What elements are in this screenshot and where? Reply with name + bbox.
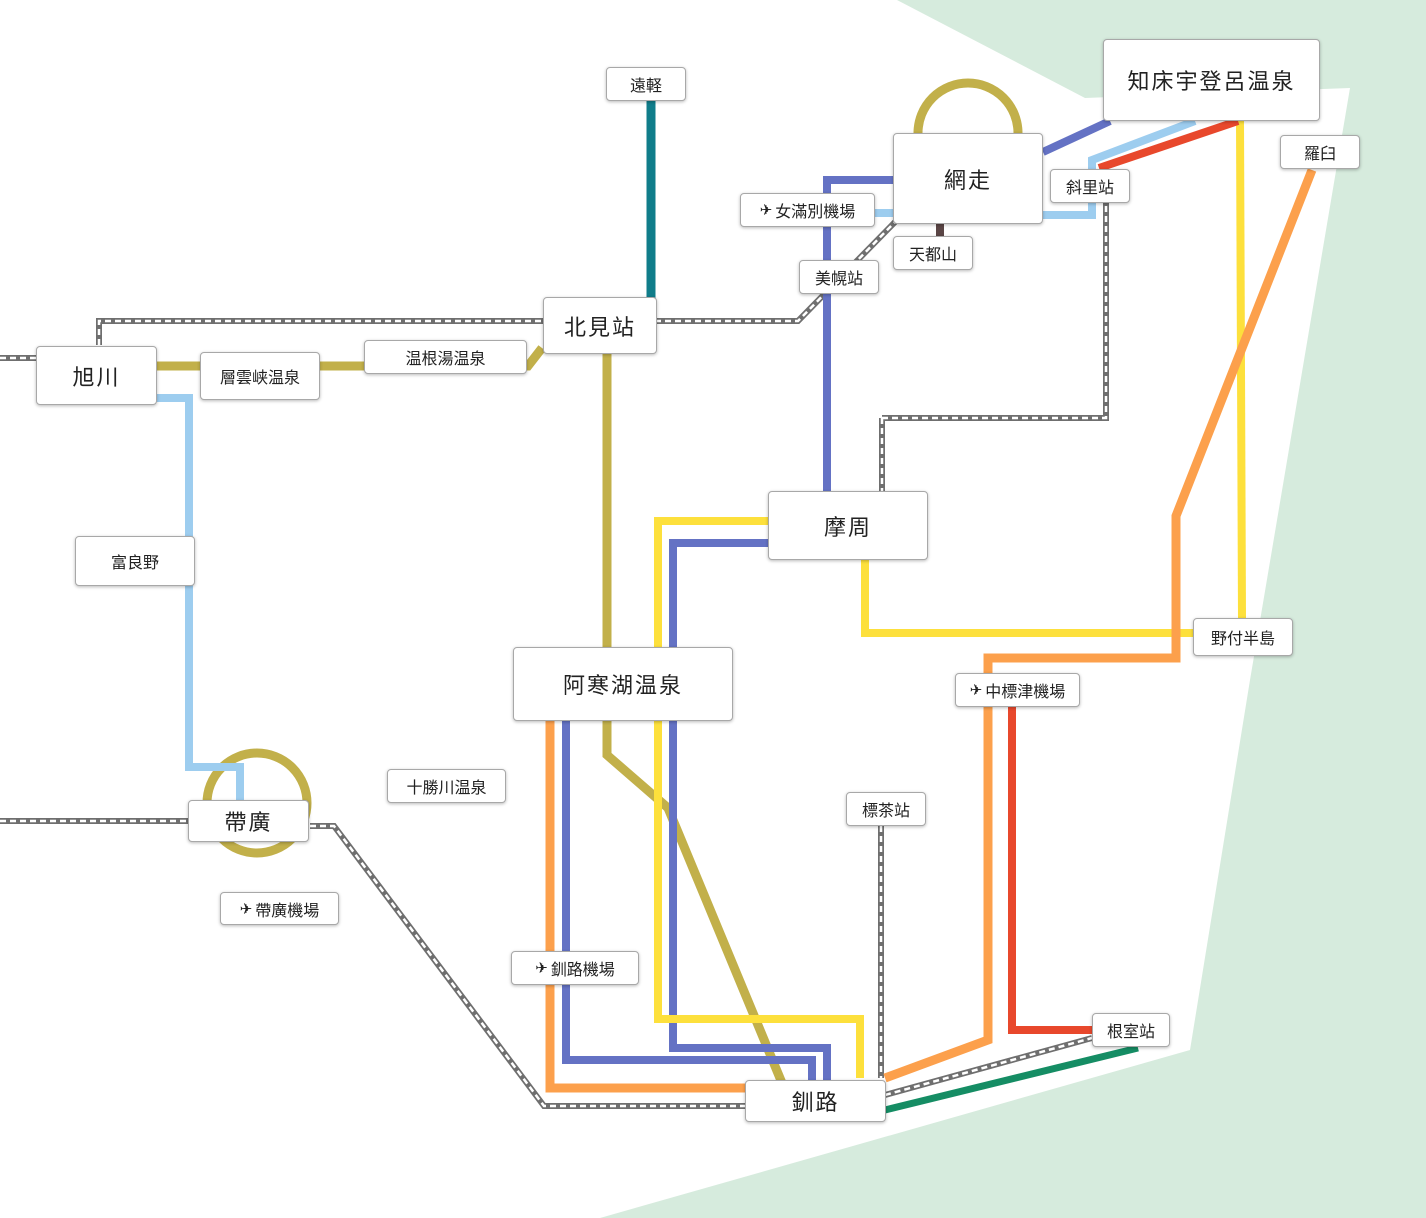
station-rausu[interactable]: 羅臼: [1280, 135, 1360, 169]
airplane-icon: ✈: [239, 899, 253, 918]
station-tentozan[interactable]: 天都山: [893, 236, 973, 270]
station-nakashibetsu-airport[interactable]: ✈ 中標津機場: [955, 673, 1080, 707]
station-tokachigawa-onsen[interactable]: 十勝川温泉: [387, 769, 506, 803]
station-furano[interactable]: 富良野: [75, 536, 195, 586]
airplane-icon: ✈: [535, 959, 548, 977]
station-abashiri[interactable]: 網走: [893, 133, 1043, 224]
station-kushiro[interactable]: 釧路: [745, 1080, 886, 1122]
airport-label: 中標津機場: [985, 682, 1066, 701]
airport-label: 帶廣機場: [255, 900, 320, 920]
station-notsuke-hanto[interactable]: 野付半島: [1193, 618, 1293, 656]
airport-label: 釧路機場: [550, 960, 615, 979]
station-engaru[interactable]: 遠軽: [606, 67, 686, 101]
station-nemuro[interactable]: 根室站: [1092, 1013, 1170, 1047]
airport-label: 女滿別機場: [775, 202, 856, 221]
station-shari[interactable]: 斜里站: [1050, 169, 1130, 203]
airplane-icon: ✈: [759, 201, 773, 219]
airplane-icon: ✈: [969, 681, 983, 699]
station-akanko-onsen[interactable]: 阿寒湖温泉: [513, 647, 733, 721]
route-lines: [155, 100, 1317, 1114]
station-obihiro[interactable]: 帶廣: [188, 800, 309, 842]
station-kitami[interactable]: 北見站: [543, 297, 657, 354]
station-memanbetsu-airport[interactable]: ✈ 女滿別機場: [740, 193, 875, 227]
station-shiretoko-utoro-onsen[interactable]: 知床宇登呂温泉: [1103, 39, 1320, 121]
station-mashu[interactable]: 摩周: [768, 491, 928, 560]
station-onneyu-onsen[interactable]: 温根湯温泉: [364, 340, 527, 374]
abashiri-loop: [913, 78, 1023, 134]
station-shibecha[interactable]: 標茶站: [846, 792, 926, 826]
station-sounkyo-onsen[interactable]: 層雲峡温泉: [200, 352, 320, 400]
station-kushiro-airport[interactable]: ✈ 釧路機場: [511, 951, 639, 985]
station-obihiro-airport[interactable]: ✈ 帶廣機場: [220, 892, 339, 925]
station-bihoro[interactable]: 美幌站: [799, 260, 879, 294]
station-asahikawa[interactable]: 旭川: [36, 346, 157, 405]
